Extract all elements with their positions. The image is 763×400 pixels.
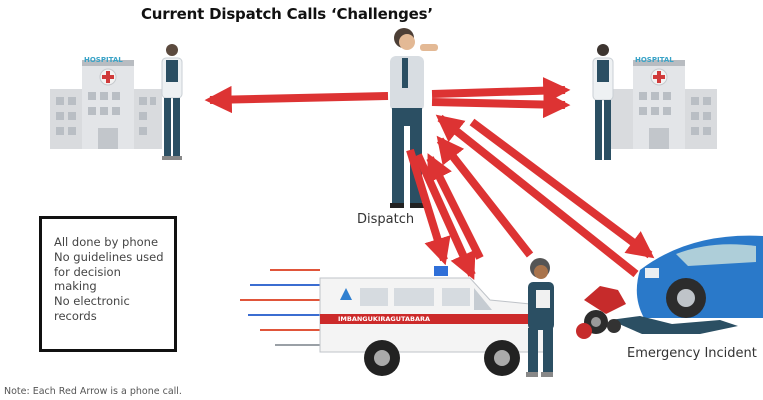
dispatch-label: Dispatch bbox=[357, 212, 414, 227]
left-hospital-sign: HOSPITAL bbox=[84, 56, 123, 64]
left-doctor bbox=[162, 44, 182, 160]
challenge-line: for decision bbox=[54, 265, 164, 280]
challenge-line: No guidelines used bbox=[54, 250, 164, 265]
right-hospital-sign: HOSPITAL bbox=[635, 56, 674, 64]
arrow-dispatch-to-right-hospital-2 bbox=[432, 102, 565, 105]
footnote: Note: Each Red Arrow is a phone call. bbox=[4, 386, 182, 397]
emergency-incident-label: Emergency Incident bbox=[627, 346, 757, 361]
challenges-box: All done by phone No guidelines used for… bbox=[39, 216, 177, 352]
arrow-dispatch-to-right-hospital-1 bbox=[432, 90, 565, 94]
ambulance: IMBANGUKIRAGUTABARA bbox=[240, 266, 552, 376]
right-doctor bbox=[593, 44, 613, 160]
right-hospital: HOSPITAL bbox=[607, 56, 717, 149]
ambulance-text: IMBANGUKIRAGUTABARA bbox=[338, 315, 430, 323]
nurse-person bbox=[526, 258, 554, 377]
challenge-line: records bbox=[54, 309, 164, 324]
challenge-line: All done by phone bbox=[54, 235, 164, 250]
challenge-line: No electronic bbox=[54, 294, 164, 309]
arrow-dispatch-to-left-hospital bbox=[210, 96, 388, 100]
left-hospital: HOSPITAL bbox=[50, 56, 162, 149]
phone-call-arrows bbox=[210, 90, 650, 275]
challenge-line: making bbox=[54, 279, 164, 294]
